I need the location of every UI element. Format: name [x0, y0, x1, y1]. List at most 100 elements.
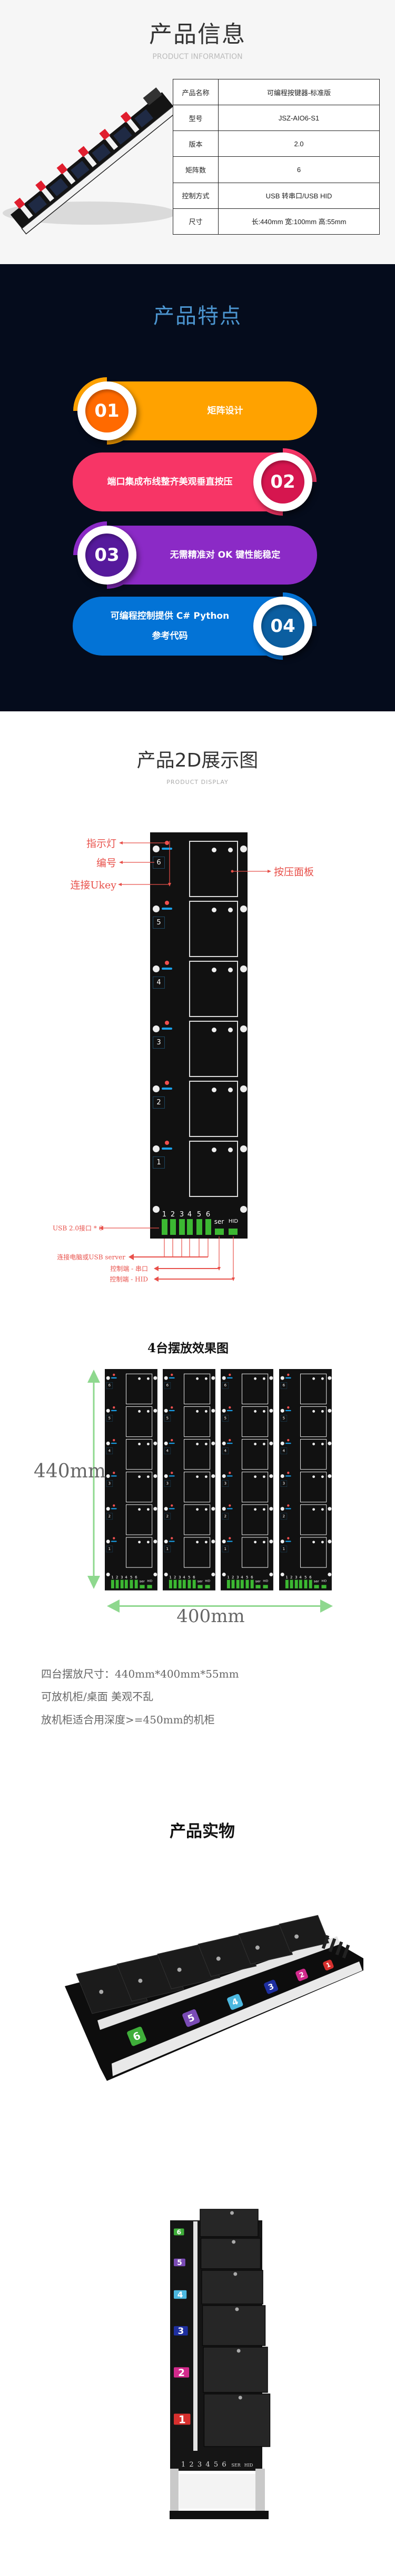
mount-hole-icon: [153, 1474, 157, 1478]
number-badge-value: 04: [261, 605, 304, 648]
feature-text-line: 矩阵设计: [207, 406, 243, 416]
usb-port-number: 6: [135, 1575, 137, 1580]
feature-item-03: 无需精准对 OK 键性能稳定 03: [0, 521, 395, 594]
feature-text: 矩阵设计: [208, 401, 243, 421]
indicator-led-icon: [165, 901, 169, 905]
mount-hole-icon: [280, 1474, 284, 1478]
panel-screw-icon: [137, 1442, 141, 1445]
mount-hole-icon: [240, 845, 247, 852]
mount-hole-icon: [222, 1572, 226, 1576]
serial-port-icon: [215, 1229, 224, 1235]
panel-screw-icon: [262, 1410, 265, 1413]
press-panel: [125, 1504, 153, 1535]
usb-port-number: 3: [295, 1575, 298, 1580]
usb-port-icon: [130, 1579, 133, 1588]
serial-port-icon: [255, 1585, 261, 1588]
plate-screw-icon: [235, 2307, 239, 2311]
label-number: 编号: [96, 857, 116, 869]
label-ukey: 连接Ukey: [70, 879, 116, 891]
ukey-slot-icon: [285, 1508, 291, 1510]
number-badge-value: 03: [85, 534, 129, 577]
ukey-slot-icon: [285, 1541, 291, 1542]
usb-port-number: 4: [241, 1575, 243, 1580]
panel-screw-icon: [137, 1508, 141, 1511]
mount-hole-icon: [328, 1441, 332, 1445]
spec-label: 控制方式: [173, 182, 219, 209]
mount-hole-icon: [328, 1506, 332, 1511]
width-arrow: [107, 1599, 333, 1613]
label-press-panel: 按压面板: [274, 866, 314, 878]
ukey-slot-icon: [169, 1541, 175, 1542]
key-plate: [202, 2305, 266, 2346]
indicator-led-icon: [113, 1472, 115, 1474]
spec-value: 6: [218, 156, 380, 183]
panel-screw-icon: [137, 1475, 141, 1478]
mount-hole-icon: [152, 1025, 160, 1032]
key-number-label: 1: [222, 1545, 229, 1553]
mount-hole-icon: [153, 1376, 157, 1380]
usb-port-icon: [299, 1579, 302, 1588]
usb-port-icon: [240, 1579, 244, 1588]
spec-label: 产品名称: [173, 78, 219, 106]
number-tile: [174, 2228, 184, 2236]
panel-screw-icon: [321, 1541, 324, 1544]
layout-4-title: 4台摆放效果图: [147, 1341, 229, 1355]
number-tile-label: 3: [177, 2326, 184, 2336]
number-badge: 04: [253, 597, 312, 656]
hid-port-icon: [263, 1585, 268, 1588]
mount-hole-icon: [328, 1408, 332, 1413]
usb-port-number: 2: [170, 1211, 175, 1219]
plate-screw-icon: [216, 1956, 221, 1961]
panel-screw-icon: [262, 1377, 265, 1380]
serial-port-icon: [314, 1585, 319, 1588]
mount-hole-icon: [222, 1441, 226, 1445]
usb-port-number: 5: [130, 1575, 133, 1580]
key-number-label: 4: [106, 1447, 113, 1454]
panel-screw-icon: [321, 1410, 324, 1413]
port-row-label: 4: [205, 2461, 210, 2469]
panel-screw-icon: [137, 1377, 141, 1380]
panel-screw-icon: [312, 1475, 315, 1478]
red-cap: [99, 128, 111, 140]
product-info-section: 产品信息 PRODUCT INFORMATION 产品名称可编程按键器-标准版型…: [0, 0, 395, 264]
usb-port-icon: [205, 1219, 211, 1235]
plate-screw-icon: [138, 1978, 143, 1983]
ukey-slot-icon: [169, 1410, 175, 1412]
feature-text-line: 无需精准对 OK 键性能稳定: [170, 550, 281, 560]
plate-screw-icon: [255, 1945, 260, 1950]
port-row-label: SER: [231, 2463, 241, 2468]
ukey-slot-icon: [162, 908, 172, 910]
mount-hole-icon: [269, 1408, 273, 1413]
panel-screw-icon: [262, 1442, 265, 1445]
feature-text-line: 可编程控制提供 C# Python: [110, 611, 230, 621]
plate-screw-icon: [238, 2396, 242, 2400]
port-row-label: 1: [181, 2461, 185, 2469]
mount-hole-icon: [269, 1539, 273, 1544]
press-panel: [125, 1472, 153, 1503]
key-number-label: 3: [280, 1480, 288, 1487]
number-badge-value: 02: [261, 460, 304, 504]
usb-port-number: 6: [205, 1211, 211, 1219]
panel-screw-icon: [204, 1377, 208, 1380]
indicator-led-icon: [287, 1504, 290, 1507]
usb-port-number: 6: [309, 1575, 312, 1580]
mount-hole-icon: [152, 965, 160, 972]
spec-value: 2.0: [218, 130, 380, 157]
panel-screw-icon: [146, 1377, 150, 1380]
usb-port-icon: [124, 1579, 128, 1588]
indicator-led-icon: [171, 1504, 173, 1507]
mount-hole-icon: [269, 1376, 273, 1380]
ukey-slot-icon: [226, 1508, 233, 1510]
ukey-slot-icon: [162, 1028, 172, 1030]
panel-screw-icon: [312, 1541, 315, 1544]
ukey-slot-icon: [111, 1508, 117, 1510]
mount-hole-icon: [211, 1572, 215, 1576]
mount-hole-icon: [240, 1025, 247, 1032]
